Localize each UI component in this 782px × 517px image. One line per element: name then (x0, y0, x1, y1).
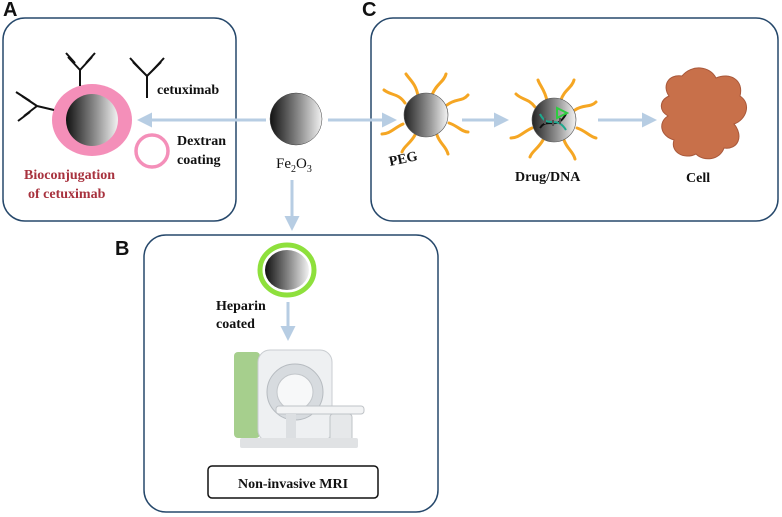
cell-label: Cell (686, 171, 710, 186)
dextran-label-line2: coating (177, 153, 221, 168)
heparin-coated-nanoparticle (257, 242, 317, 298)
antibody-top-icon (65, 52, 96, 86)
bioconjugation-label-line2: of cetuximab (28, 187, 106, 202)
mri-label-box (207, 465, 379, 499)
fe2o3-nanoparticle (269, 92, 323, 146)
panel-c-letter: C (362, 0, 376, 21)
heparin-label-line1: Heparin (216, 299, 266, 314)
dextran-label-line1: Dextran (177, 134, 226, 149)
dextran-ring-icon (134, 133, 170, 169)
cetuximab-antibody-icon (129, 57, 165, 98)
mri-scanner-image (234, 349, 365, 448)
heparin-label-line2: coated (216, 317, 255, 332)
antibody-conjugated-nanoparticle (15, 52, 132, 156)
drug-dna-nanoparticle (509, 78, 598, 161)
drug-triangle-icon (556, 106, 570, 120)
peg-label: PEG (388, 149, 419, 170)
antibody-left-icon (15, 91, 55, 122)
cell-shape (660, 67, 748, 160)
drug-dna-label: Drug/DNA (515, 170, 581, 185)
panel-b-letter: B (115, 238, 129, 260)
bioconjugation-label-line1: Bioconjugation (24, 168, 115, 183)
mri-label: Non-invasive MRI (238, 477, 348, 492)
fe2o3-label: Fe2O3 (276, 156, 312, 175)
panel-b-frame (143, 234, 439, 513)
peg-nanoparticle (380, 72, 470, 156)
panel-a-letter: A (3, 0, 17, 21)
dna-helix-icon (539, 113, 567, 131)
cetuximab-label: cetuximab (157, 83, 219, 98)
